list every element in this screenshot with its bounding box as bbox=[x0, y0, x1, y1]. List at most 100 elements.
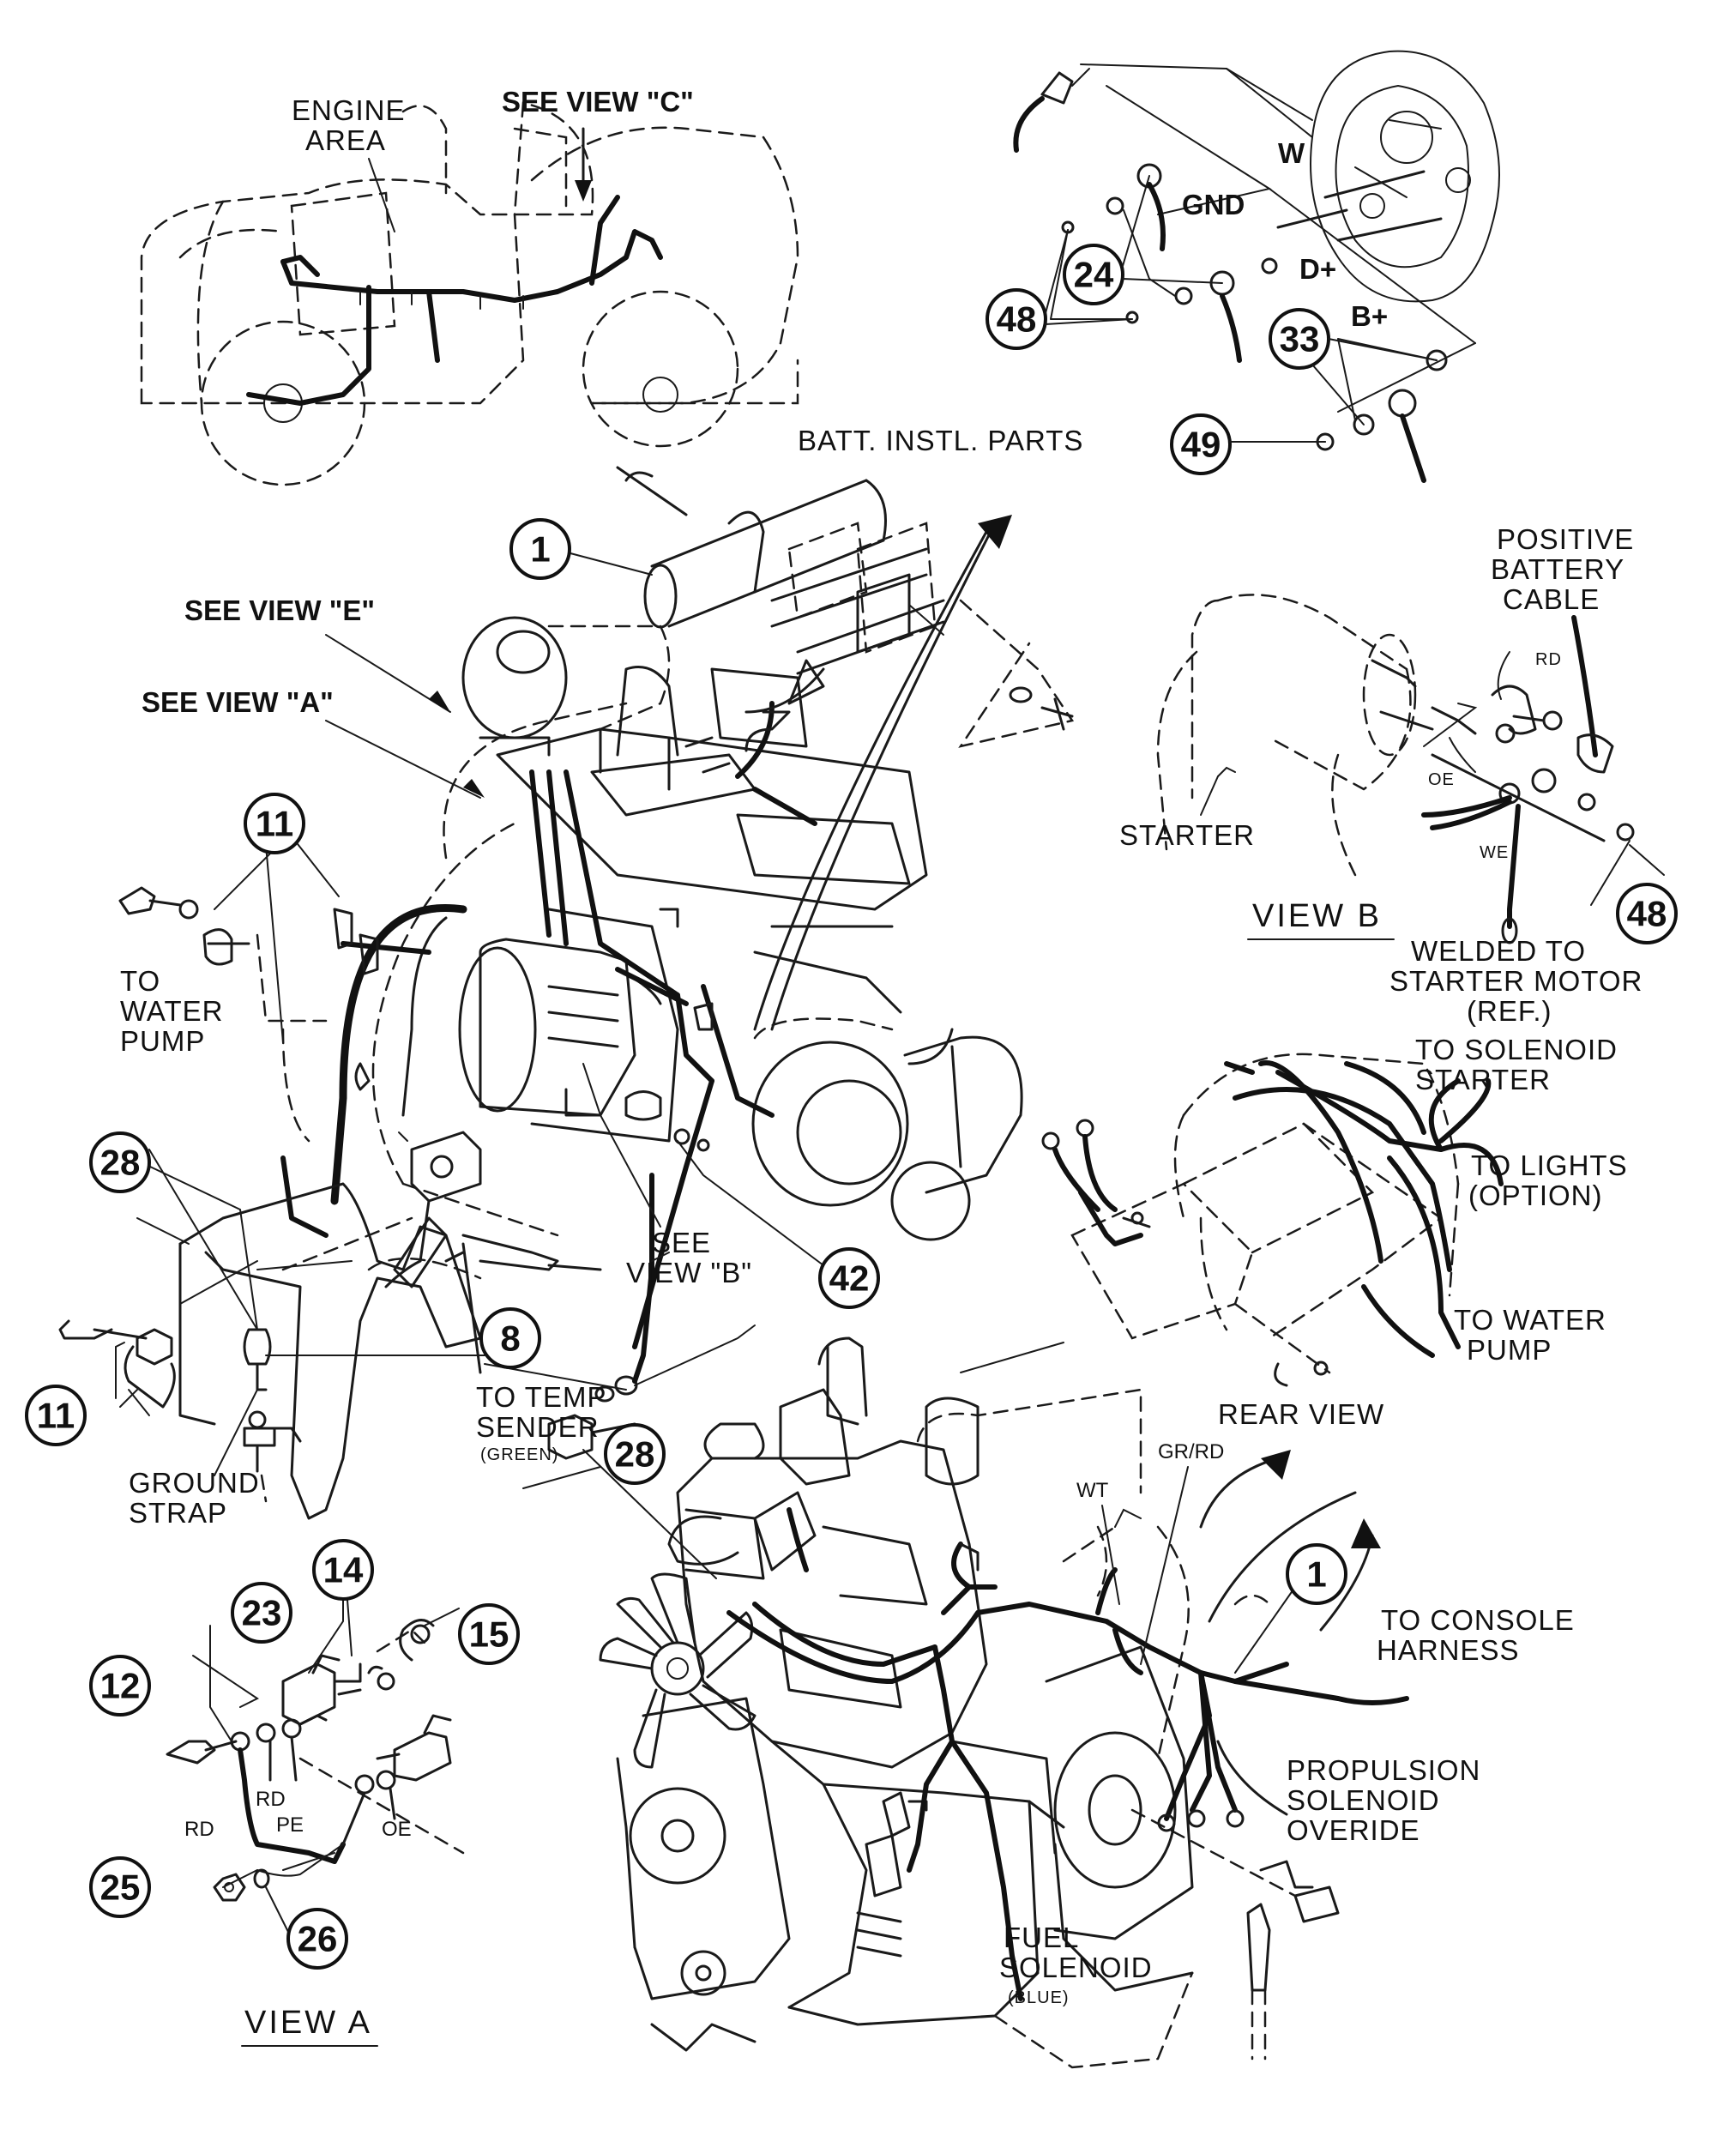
oe-wire-label-a: OE bbox=[382, 1818, 412, 1841]
pe-wire-label: PE bbox=[276, 1813, 304, 1837]
to-solenoid-starter-label-2: STARTER bbox=[1415, 1064, 1551, 1095]
to-solenoid-starter-label: TO SOLENOID bbox=[1415, 1034, 1618, 1065]
callout-28-top: 28 bbox=[89, 1131, 151, 1193]
rear-view: TO SOLENOID STARTER TO LIGHTS (OPTION) T… bbox=[1041, 1034, 1628, 1529]
see-view-e-label: SEE VIEW "E" bbox=[184, 594, 375, 626]
callout-25: 25 bbox=[89, 1856, 151, 1918]
ground-strap-label: GROUND bbox=[129, 1467, 260, 1499]
fuel-solenoid-label: FUEL bbox=[1004, 1922, 1079, 1953]
to-water-pump-left-label-3: PUMP bbox=[120, 1025, 205, 1057]
to-lights-label-2: (OPTION) bbox=[1468, 1180, 1602, 1211]
svg-text:1: 1 bbox=[1306, 1554, 1326, 1595]
engine-area-label: ENGINE bbox=[292, 94, 406, 126]
callout-48-top: 48 bbox=[986, 288, 1047, 350]
positive-battery-cable-label-3: CABLE bbox=[1503, 583, 1600, 615]
callout-23: 23 bbox=[231, 1582, 292, 1644]
callout-15: 15 bbox=[458, 1603, 520, 1665]
see-view-c-arrow bbox=[575, 180, 592, 202]
welded-to-starter-label: WELDED TO bbox=[1411, 935, 1586, 967]
rd-wire-label-a2: RD bbox=[184, 1818, 214, 1841]
to-temp-sender-label-3: (GREEN) bbox=[480, 1445, 558, 1464]
to-console-harness-label-2: HARNESS bbox=[1377, 1634, 1520, 1666]
callout-24: 24 bbox=[1063, 244, 1124, 305]
callout-48-view-b: 48 bbox=[1616, 883, 1678, 944]
propulsion-solenoid-label-2: SOLENOID bbox=[1287, 1784, 1440, 1816]
left-harness-clamp-parts bbox=[118, 886, 408, 1143]
fasteners-ground bbox=[547, 1173, 756, 1460]
callout-1-bottom: 1 bbox=[1286, 1543, 1347, 1605]
callout-11-bottom: 11 bbox=[25, 1385, 87, 1446]
fuel-solenoid-label-3: (BLUE) bbox=[1008, 1988, 1070, 2007]
alternator-detail: W GND D+ B+ bbox=[1013, 50, 1500, 483]
callout-49: 49 bbox=[1170, 413, 1232, 475]
to-water-pump-left-label: TO bbox=[120, 965, 160, 997]
see-view-c-label: SEE VIEW "C" bbox=[502, 86, 694, 118]
callout-28-bottom: 28 bbox=[604, 1423, 666, 1485]
callout-leaders bbox=[115, 552, 1631, 1948]
svg-text:11: 11 bbox=[37, 1396, 75, 1436]
lower-engine-illustration: TO TEMP SENDER (GREEN) WT GR/RD TO CONSO… bbox=[476, 1336, 1575, 2069]
b-plus-terminal-label: B+ bbox=[1351, 300, 1388, 332]
machine-overview-illustration: ENGINE AREA SEE VIEW "C" bbox=[140, 86, 799, 486]
svg-text:28: 28 bbox=[615, 1434, 655, 1475]
svg-text:1: 1 bbox=[530, 529, 550, 570]
view-b-starter: POSITIVE BATTERY CABLE RD OE WE STARTER … bbox=[1119, 523, 1665, 1027]
svg-text:48: 48 bbox=[997, 299, 1037, 340]
view-a: RD PE RD OE VIEW A bbox=[166, 1619, 465, 2047]
svg-text:14: 14 bbox=[323, 1550, 364, 1590]
oe-wire-label: OE bbox=[1428, 770, 1455, 789]
callout-33: 33 bbox=[1269, 308, 1330, 370]
wt-wire-label: WT bbox=[1076, 1479, 1109, 1502]
to-water-pump-right-label: TO WATER bbox=[1454, 1304, 1606, 1336]
ground-strap-label-2: STRAP bbox=[129, 1497, 227, 1529]
fan bbox=[599, 1572, 756, 1769]
positive-battery-cable-label: POSITIVE bbox=[1497, 523, 1634, 555]
propulsion-solenoid-label: PROPULSION bbox=[1287, 1754, 1480, 1786]
callout-1-top: 1 bbox=[509, 518, 571, 580]
svg-text:23: 23 bbox=[242, 1593, 282, 1633]
welded-to-starter-label-2: STARTER MOTOR bbox=[1389, 965, 1643, 997]
callout-14: 14 bbox=[312, 1539, 374, 1601]
battery-installation-parts: BATT. INSTL. PARTS bbox=[616, 425, 1083, 748]
svg-text:26: 26 bbox=[298, 1919, 338, 1959]
to-water-pump-right-label-2: PUMP bbox=[1467, 1334, 1552, 1366]
svg-text:11: 11 bbox=[256, 804, 293, 844]
view-b-title: VIEW B bbox=[1252, 898, 1382, 934]
engine-middle-illustration bbox=[280, 515, 1023, 1349]
welded-to-starter-label-3: (REF.) bbox=[1467, 995, 1552, 1027]
svg-text:42: 42 bbox=[829, 1258, 870, 1299]
svg-text:25: 25 bbox=[100, 1867, 141, 1908]
rear-view-title: REAR VIEW bbox=[1218, 1398, 1384, 1430]
view-a-title: VIEW A bbox=[244, 2005, 372, 2041]
bracket-ground-strap bbox=[58, 1131, 602, 1520]
to-temp-sender-label: TO TEMP bbox=[476, 1381, 606, 1413]
engine-area-label-2: AREA bbox=[305, 124, 386, 156]
to-console-harness-label: TO CONSOLE bbox=[1381, 1604, 1575, 1636]
positive-battery-cable-label-2: BATTERY bbox=[1491, 553, 1624, 585]
callout-26: 26 bbox=[286, 1908, 348, 1970]
to-temp-sender-label-2: SENDER bbox=[476, 1411, 600, 1443]
see-view-a-label: SEE VIEW "A" bbox=[142, 686, 334, 718]
w-terminal-label: W bbox=[1278, 137, 1305, 169]
callout-11-left: 11 bbox=[244, 793, 305, 854]
see-view-b-label: SEE bbox=[652, 1227, 711, 1258]
svg-text:28: 28 bbox=[100, 1143, 141, 1183]
callout-leaders-2 bbox=[128, 175, 1438, 1416]
see-view-b-label-2: VIEW "B" bbox=[626, 1257, 752, 1288]
fuel-solenoid-label-2: SOLENOID bbox=[999, 1952, 1153, 1983]
d-plus-terminal-label: D+ bbox=[1299, 253, 1336, 285]
callout-8: 8 bbox=[479, 1307, 541, 1369]
to-lights-label: TO LIGHTS bbox=[1471, 1149, 1628, 1181]
to-water-pump-left-label-2: WATER bbox=[120, 995, 223, 1027]
batt-instl-parts-label: BATT. INSTL. PARTS bbox=[798, 425, 1083, 456]
propulsion-solenoid-label-3: OVERIDE bbox=[1287, 1814, 1420, 1846]
we-wire-label: WE bbox=[1480, 843, 1509, 862]
svg-text:49: 49 bbox=[1181, 425, 1221, 465]
gr-rd-wire-label: GR/RD bbox=[1158, 1440, 1224, 1463]
starter-label: STARTER bbox=[1119, 819, 1255, 851]
svg-text:33: 33 bbox=[1280, 319, 1320, 359]
rd-wire-label-a1: RD bbox=[256, 1788, 286, 1811]
callout-42: 42 bbox=[818, 1247, 880, 1309]
gnd-terminal-label: GND bbox=[1182, 189, 1245, 220]
